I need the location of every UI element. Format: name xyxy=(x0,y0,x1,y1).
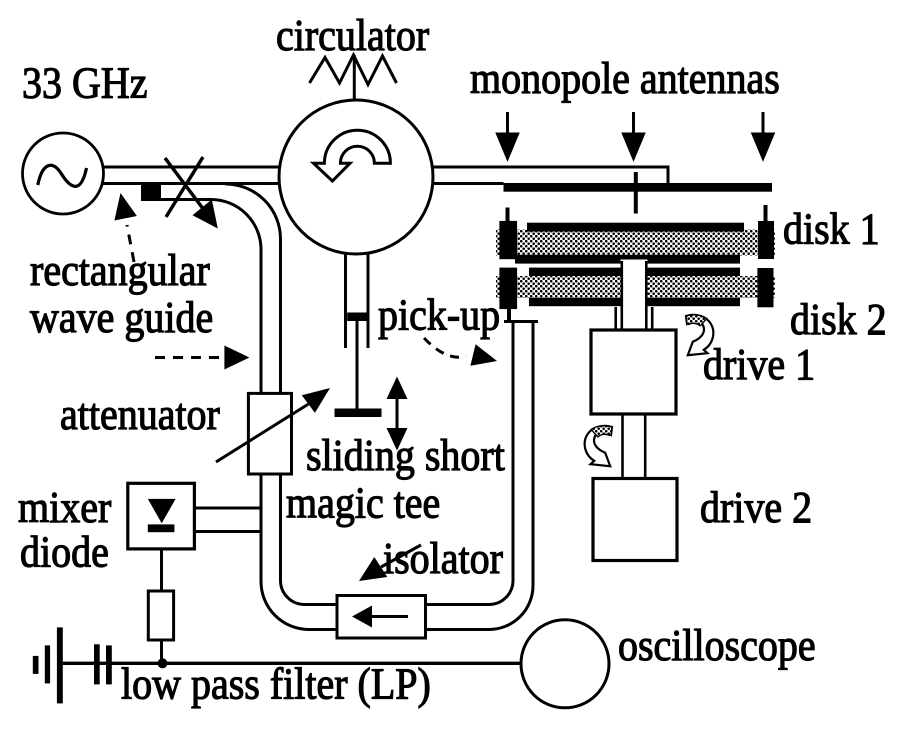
svg-text:wave guide: wave guide xyxy=(30,293,213,343)
svg-text:disk 2: disk 2 xyxy=(790,295,887,345)
svg-text:drive 1: drive 1 xyxy=(703,340,815,390)
svg-text:rectangular: rectangular xyxy=(30,246,210,296)
svg-text:drive 2: drive 2 xyxy=(700,483,812,533)
svg-text:low pass filter (LP): low pass filter (LP) xyxy=(121,659,431,709)
svg-text:sliding short: sliding short xyxy=(306,431,505,481)
svg-text:pick-up: pick-up xyxy=(378,290,500,340)
svg-text:33 GHz: 33 GHz xyxy=(22,58,147,108)
svg-text:circulator: circulator xyxy=(276,11,429,61)
svg-text:attenuator: attenuator xyxy=(60,390,220,440)
svg-text:disk 1: disk 1 xyxy=(783,204,880,254)
svg-text:monopole antennas: monopole antennas xyxy=(470,54,780,104)
svg-text:isolator: isolator xyxy=(383,534,503,584)
svg-text:oscilloscope: oscilloscope xyxy=(618,621,816,671)
svg-text:magic tee: magic tee xyxy=(286,478,440,528)
svg-text:mixer: mixer xyxy=(18,483,111,533)
svg-text:diode: diode xyxy=(20,527,109,577)
